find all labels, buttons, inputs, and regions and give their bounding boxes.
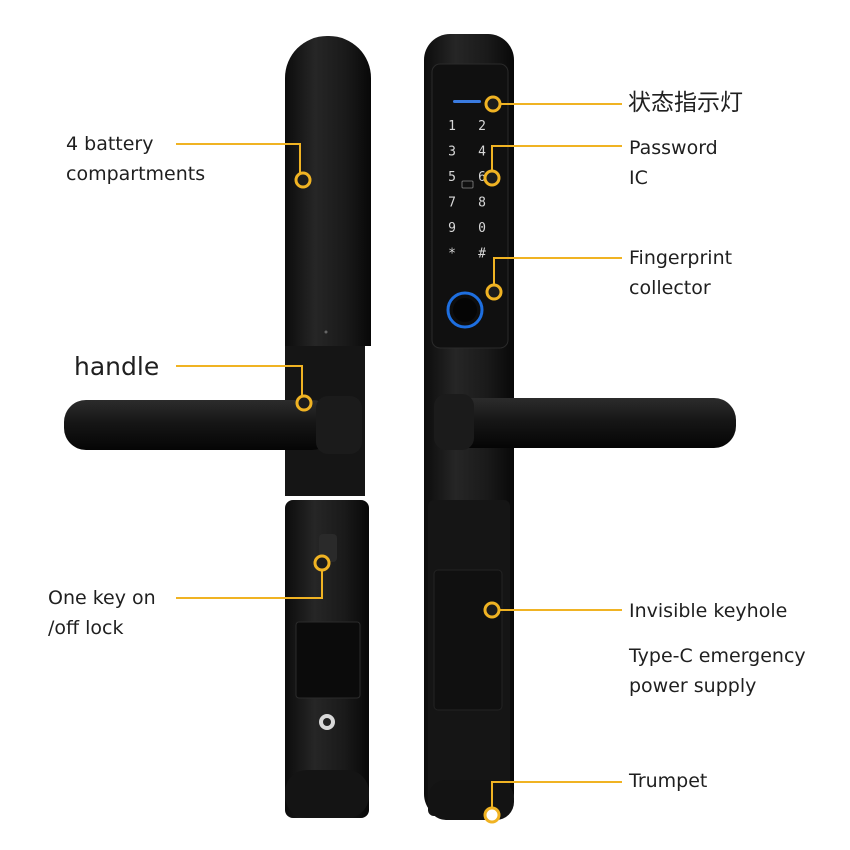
callout-trumpet-line xyxy=(491,781,622,815)
keypad-key: 7 xyxy=(448,196,456,211)
callout-password-dot xyxy=(483,169,501,187)
callout-battery-dot xyxy=(294,171,312,189)
callout-status-dot xyxy=(484,95,502,113)
password-label-line2: IC xyxy=(629,167,648,189)
keypad-key: 9 xyxy=(448,221,456,236)
callout-handle-line xyxy=(176,365,303,402)
status-dot xyxy=(324,330,328,334)
keypad-key: 1 xyxy=(448,119,456,134)
callout-dots xyxy=(294,95,503,824)
inner-handle xyxy=(64,396,362,454)
keypad-key: 0 xyxy=(478,221,486,236)
keypad-key: 3 xyxy=(448,145,456,160)
type-c-label-line1: Type-C emergency xyxy=(629,645,806,667)
keyhole-cover xyxy=(433,569,503,711)
keypad-panel xyxy=(431,63,509,349)
outer-handle xyxy=(434,394,736,450)
status-light-label: 状态指示灯 xyxy=(628,90,743,116)
outer-lock-body: 1 2 3 4 5 6 7 8 9 0 * # xyxy=(424,34,514,820)
battery-label-line2: compartments xyxy=(66,163,206,185)
keypad-key: # xyxy=(478,247,486,262)
callout-fingerprint-dot xyxy=(485,283,503,301)
type-c-label-line2: power supply xyxy=(629,675,757,697)
callouts xyxy=(176,103,622,815)
callout-keyhole-dot xyxy=(483,601,501,619)
callout-fingerprint-line xyxy=(493,257,622,292)
keypad-key: 4 xyxy=(478,145,486,160)
keypad-keys: 1 2 3 4 5 6 7 8 9 0 * # xyxy=(448,119,486,262)
handle-label: handle xyxy=(74,352,160,381)
password-label-line1: Password xyxy=(629,137,718,159)
keypad-key: 8 xyxy=(478,196,486,211)
callout-password-line xyxy=(491,145,622,176)
callout-trumpet-dot xyxy=(483,806,501,824)
invisible-keyhole-label: Invisible keyhole xyxy=(629,600,788,622)
trumpet-label: Trumpet xyxy=(629,770,708,792)
inner-bottom-cap xyxy=(285,770,369,818)
battery-cover xyxy=(295,621,361,699)
fingerprint-label-line1: Fingerprint xyxy=(629,247,733,269)
callout-onekey-line xyxy=(176,563,323,599)
battery-label-line1: 4 battery xyxy=(66,133,154,155)
keypad-key: * xyxy=(448,247,456,262)
keypad-key: 2 xyxy=(478,119,486,134)
card-reader-mark xyxy=(461,180,474,189)
one-key-label-line1: One key on xyxy=(48,587,156,609)
callout-onekey-dot xyxy=(313,554,331,572)
outer-bottom-cap xyxy=(428,780,514,820)
one-key-label-line2: /off lock xyxy=(48,617,124,639)
callout-battery-line xyxy=(176,143,301,178)
inner-top-base xyxy=(285,200,371,346)
keypad-key: 6 xyxy=(478,170,486,185)
fingerprint-sensor xyxy=(453,298,477,322)
fingerprint-label-line2: collector xyxy=(629,277,711,299)
keypad-key: 5 xyxy=(448,170,456,185)
status-light-bar xyxy=(453,100,481,103)
callout-handle-dot xyxy=(295,394,313,412)
